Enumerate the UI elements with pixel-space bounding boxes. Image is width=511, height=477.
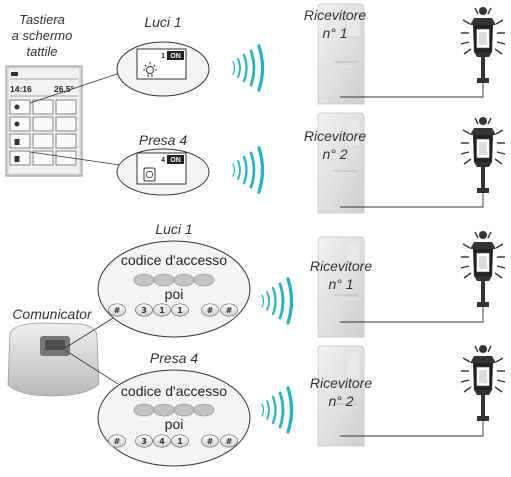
access-code-label-1: codice d'accesso [121, 252, 227, 268]
receiver-label-4a: Ricevitore [310, 375, 372, 391]
command-bubble-2: 4 ON [116, 148, 210, 196]
receiver-label-3b: n° 1 [328, 276, 353, 292]
communicator-device [7, 322, 100, 397]
key-2-3: 4 [159, 437, 165, 446]
street-lamp-icon [460, 116, 506, 194]
screen-state-1: ON [170, 53, 181, 60]
socket-icon [143, 167, 156, 182]
then-label-2: poi [165, 416, 184, 432]
key-1-2: 3 [141, 306, 147, 315]
key-2-4: 1 [177, 437, 183, 446]
keypad-sequence-2: # 3 4 1 # # [108, 434, 238, 448]
receiver-label-2b: n° 2 [322, 146, 347, 162]
key-1-5: # [207, 306, 214, 315]
receiver-label-3a: Ricevitore [310, 258, 372, 274]
key-2-2: 3 [141, 437, 147, 446]
touchscreen-device: 14:16 26,5° [5, 65, 83, 177]
receiver-2: Ricevitore n° 2 [304, 112, 484, 214]
command-bubble-1: 1 ON [116, 41, 210, 97]
connector-line [64, 349, 119, 385]
bulb-icon [143, 62, 157, 77]
then-label-1: poi [165, 286, 184, 302]
on-badge-2 [167, 155, 184, 164]
receiver-label-2a: Ricevitore [304, 128, 366, 144]
command-title-1: Luci 1 [144, 14, 181, 30]
key-1-3: 1 [159, 306, 165, 315]
key-1-4: 1 [177, 306, 183, 315]
access-code-label-2: codice d'accesso [121, 383, 227, 399]
key-2-1: # [114, 437, 121, 446]
key-1-1: # [114, 306, 121, 315]
phone-command-title-1: Luci 1 [155, 221, 192, 237]
touchscreen-label-line1: Tastiera [19, 12, 65, 27]
touchscreen-label-line3: tattile [26, 44, 57, 59]
radio-waves-icon [261, 277, 294, 325]
screen-state-2: ON [170, 157, 181, 164]
bulb-key-icon [14, 121, 20, 127]
socket-key-icon [14, 156, 20, 162]
connector-line [29, 151, 121, 166]
key-2-6: # [226, 437, 233, 446]
connector-line [64, 314, 119, 349]
bulb-key-icon [14, 104, 20, 110]
touchscreen-time: 14:16 [10, 84, 32, 94]
street-lamp-icon [460, 230, 506, 308]
touchscreen-label: Tastiera a schermo tattile [12, 12, 73, 59]
socket-key-icon [14, 139, 20, 145]
street-lamp-icon [460, 344, 506, 422]
receiver-label-1a: Ricevitore [304, 7, 366, 23]
command-title-2: Presa 4 [139, 132, 187, 148]
battery-icon [11, 72, 18, 76]
key-2-5: # [207, 437, 214, 446]
phone-command-bubble-2: codice d'accesso poi # 3 4 1 # # [97, 369, 251, 467]
communicator-label: Comunicator [12, 306, 93, 322]
street-lamp-icon [460, 6, 506, 84]
touchscreen-temperature: 26,5° [54, 84, 75, 94]
receiver-label-4b: n° 2 [328, 393, 353, 409]
key-1-6: # [226, 306, 233, 315]
radio-waves-icon [261, 386, 294, 434]
connector-line [29, 72, 121, 104]
screen-number-1: 1 [161, 53, 165, 60]
phone-command-title-2: Presa 4 [150, 350, 198, 366]
on-badge-1 [167, 51, 184, 60]
receiver-3: Ricevitore n° 1 [310, 236, 484, 338]
receiver-label-1b: n° 1 [322, 25, 347, 41]
screen-number-2: 4 [161, 157, 165, 164]
keypad-sequence-1: # 3 1 1 # # [108, 303, 238, 317]
radio-waves-icon [232, 146, 265, 194]
phone-command-bubble-1: codice d'accesso poi # 3 1 1 # # [97, 240, 251, 338]
touchscreen-label-line2: a schermo [12, 28, 73, 43]
receiver-1: Ricevitore n° 1 [304, 3, 484, 105]
radio-waves-icon [232, 44, 265, 92]
receiver-4: Ricevitore n° 2 [310, 345, 484, 447]
